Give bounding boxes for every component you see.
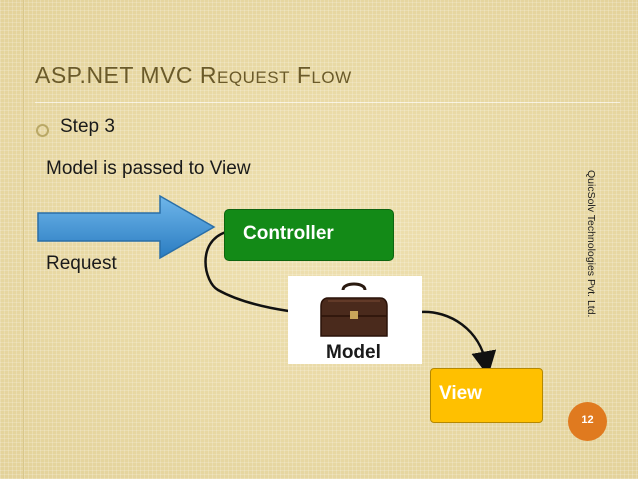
model-label: Model xyxy=(326,342,381,363)
controller-box: Controller xyxy=(224,209,394,261)
subtitle-text: Model is passed to View xyxy=(46,158,251,179)
title-part-4: LOW xyxy=(311,68,352,87)
title-part-2: EQUEST xyxy=(217,68,290,87)
title-part-1: ASP.NET MVC R xyxy=(35,62,218,88)
model-to-view-connector xyxy=(419,310,497,377)
model-box xyxy=(288,276,422,364)
left-border-line xyxy=(23,0,24,479)
view-box: View xyxy=(430,368,543,423)
request-arrow xyxy=(37,194,216,260)
bullet-icon xyxy=(36,124,49,137)
view-label: View xyxy=(439,383,482,404)
bullet-text: Step 3 xyxy=(60,116,115,137)
toolbox-icon xyxy=(320,282,388,337)
company-vertical-text: QuicSolv Technologies Pvt. Ltd. xyxy=(585,170,597,318)
slide-title: ASP.NET MVC REQUEST FLOW xyxy=(35,62,352,89)
title-part-3: F xyxy=(289,62,312,88)
page-number: 12 xyxy=(581,414,594,426)
page-number-badge: 12 xyxy=(568,402,607,441)
request-label: Request xyxy=(46,253,117,274)
title-divider xyxy=(35,102,620,103)
controller-label: Controller xyxy=(243,223,334,244)
